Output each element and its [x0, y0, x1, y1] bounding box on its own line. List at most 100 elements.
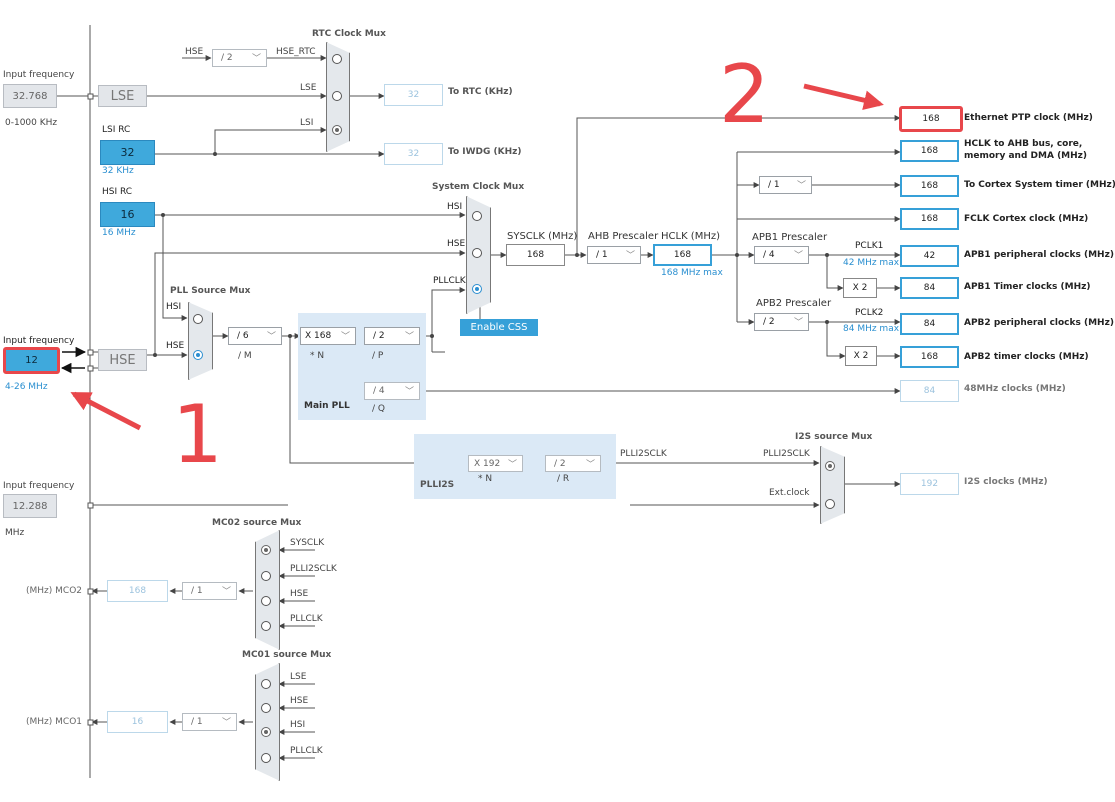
- hsi-unit: 16 MHz: [102, 228, 136, 238]
- apb1-timer-label: APB1 Timer clocks (MHz): [964, 282, 1091, 292]
- chevron-down-icon: ﹀: [793, 250, 803, 261]
- cortex-timer-divider[interactable]: / 1﹀: [759, 176, 812, 194]
- mco2-mux-title: MC02 source Mux: [212, 518, 302, 528]
- chevron-down-icon: ﹀: [340, 331, 350, 342]
- pll-p-label: / P: [372, 351, 384, 361]
- ahb-prescaler-label: AHB Prescaler: [588, 231, 659, 242]
- pllsrc-radio-hsi[interactable]: [193, 314, 203, 324]
- i2s-ext-unit: MHz: [5, 528, 25, 538]
- apb1-peripheral-value: 42: [900, 245, 959, 267]
- fclk-cortex-label: FCLK Cortex clock (MHz): [964, 214, 1089, 224]
- lsi-title: LSI RC: [102, 125, 131, 135]
- pllsrc-radio-hse[interactable]: [193, 350, 203, 360]
- fclk-cortex-value: 168: [900, 208, 959, 230]
- sysmux-radio-hsi[interactable]: [472, 211, 482, 221]
- mco1-output-label: (MHz) MCO1: [26, 717, 82, 727]
- ahb-prescaler-select[interactable]: / 1﹀: [587, 246, 641, 264]
- plli2s-n-multiplier[interactable]: X 192﹀: [468, 455, 523, 472]
- apb2-peripheral-label: APB2 peripheral clocks (MHz): [964, 318, 1114, 328]
- lse-input-field[interactable]: 32.768: [3, 84, 57, 108]
- cortex-system-timer-label: To Cortex System timer (MHz): [964, 180, 1115, 190]
- hclk-label: HCLK (MHz): [661, 231, 721, 242]
- apb2-prescaler-select[interactable]: / 2﹀: [754, 313, 809, 331]
- chevron-down-icon: ﹀: [507, 459, 517, 470]
- sysmux-radio-hse[interactable]: [472, 248, 482, 258]
- sysmux-pllclk-label: PLLCLK: [433, 276, 466, 286]
- main-pll-title: Main PLL: [304, 401, 350, 411]
- hse-input-label: Input frequency: [3, 336, 75, 346]
- sysmux-hsi-label: HSI: [447, 202, 463, 212]
- pllsrc-hse-label: HSE: [166, 341, 185, 351]
- apb1-timer-multiplier: X 2: [843, 278, 877, 298]
- rtc-output-label: To RTC (KHz): [448, 87, 513, 97]
- pll-n-multiplier[interactable]: X 168﹀: [300, 327, 356, 345]
- plli2s-title: PLLI2S: [420, 480, 455, 490]
- pll-p-divider[interactable]: / 2﹀: [364, 327, 420, 345]
- mco1-radio-hse[interactable]: [261, 703, 271, 713]
- pll-q-divider[interactable]: / 4﹀: [364, 382, 420, 400]
- rtc-mux-radio-lse[interactable]: [332, 91, 342, 101]
- enable-css-button[interactable]: Enable CSS: [460, 319, 538, 336]
- annotation-number-1: 1: [172, 388, 223, 481]
- mco1-radio-pllclk[interactable]: [261, 753, 271, 763]
- chevron-down-icon: ﹀: [625, 250, 635, 261]
- hse-range-label: 4-26 MHz: [5, 382, 48, 392]
- chevron-down-icon: ﹀: [221, 717, 231, 728]
- rtc-hse-divider[interactable]: / 2﹀: [212, 49, 267, 67]
- mco2-output-label: (MHz) MCO2: [26, 586, 82, 596]
- chevron-down-icon: ﹀: [404, 331, 414, 342]
- rtc-lse-label: LSE: [300, 83, 317, 93]
- i2s-ext-input-field[interactable]: 12.288: [3, 494, 57, 518]
- mco1-input-lse: LSE: [290, 672, 307, 682]
- rtc-lsi-label: LSI: [300, 118, 314, 128]
- i2smux-plli2sclk-label: PLLI2SCLK: [763, 449, 810, 459]
- hse-input-field[interactable]: 12: [3, 347, 60, 374]
- apb1-prescaler-label: APB1 Prescaler: [752, 232, 828, 243]
- rtc-mux-radio-hse[interactable]: [332, 54, 342, 64]
- mco1-input-pllclk: PLLCLK: [290, 746, 323, 756]
- mco1-radio-hsi[interactable]: [261, 727, 271, 737]
- mco1-divider[interactable]: / 1﹀: [182, 713, 237, 731]
- hclk-max-label: 168 MHz max: [661, 268, 723, 278]
- i2s-source-mux: [820, 446, 845, 524]
- pll-m-divider[interactable]: / 6﹀: [228, 327, 282, 345]
- lsi-unit: 32 KHz: [102, 166, 134, 176]
- hclk-ahb-label: HCLK to AHB bus, core,: [964, 139, 1083, 149]
- plli2s-r-label: / R: [557, 474, 570, 484]
- chevron-down-icon: ﹀: [585, 459, 595, 470]
- chevron-down-icon: ﹀: [796, 180, 806, 191]
- apb1-timer-value: 84: [900, 277, 959, 299]
- lse-block: LSE: [98, 85, 147, 107]
- mco2-radio-pllclk[interactable]: [261, 621, 271, 631]
- i2s-source-mux-title: I2S source Mux: [795, 432, 873, 442]
- plli2s-r-divider[interactable]: / 2﹀: [545, 455, 601, 472]
- rtc-output-value: 32: [384, 84, 443, 106]
- hclk-input[interactable]: 168: [653, 244, 712, 266]
- i2smux-radio-ext[interactable]: [825, 499, 835, 509]
- rtc-hse-rtc-label: HSE_RTC: [276, 47, 316, 57]
- mco2-radio-sysclk[interactable]: [261, 545, 271, 555]
- mco2-radio-hse[interactable]: [261, 596, 271, 606]
- ethernet-ptp-clock-label: Ethernet PTP clock (MHz): [964, 113, 1093, 123]
- pclk1-label: PCLK1: [855, 241, 884, 251]
- mco1-radio-lse[interactable]: [261, 679, 271, 689]
- plli2s-n-label: * N: [478, 474, 493, 484]
- ethernet-ptp-clock-value: 168: [899, 106, 963, 132]
- i2smux-radio-plli2sclk[interactable]: [825, 461, 835, 471]
- chevron-down-icon: ﹀: [251, 53, 261, 64]
- mco1-output-value: 16: [107, 711, 168, 733]
- pll-q-label: / Q: [372, 404, 385, 414]
- sysmux-radio-pllclk[interactable]: [472, 284, 482, 294]
- pllsrc-hsi-label: HSI: [166, 302, 182, 312]
- sysmux-hse-label: HSE: [447, 239, 466, 249]
- mco2-divider[interactable]: / 1﹀: [182, 582, 237, 600]
- hsi-title: HSI RC: [102, 187, 133, 197]
- apb1-prescaler-select[interactable]: / 4﹀: [754, 246, 809, 264]
- mco2-input-pllclk: PLLCLK: [290, 614, 323, 624]
- apb1-max-label: 42 MHz max: [843, 258, 900, 268]
- system-clock-mux-title: System Clock Mux: [432, 182, 525, 192]
- apb2-peripheral-value: 84: [900, 313, 959, 335]
- apb1-peripheral-label: APB1 peripheral clocks (MHz): [964, 250, 1114, 260]
- rtc-mux-radio-lsi[interactable]: [332, 125, 342, 135]
- mco2-radio-plli2sclk[interactable]: [261, 571, 271, 581]
